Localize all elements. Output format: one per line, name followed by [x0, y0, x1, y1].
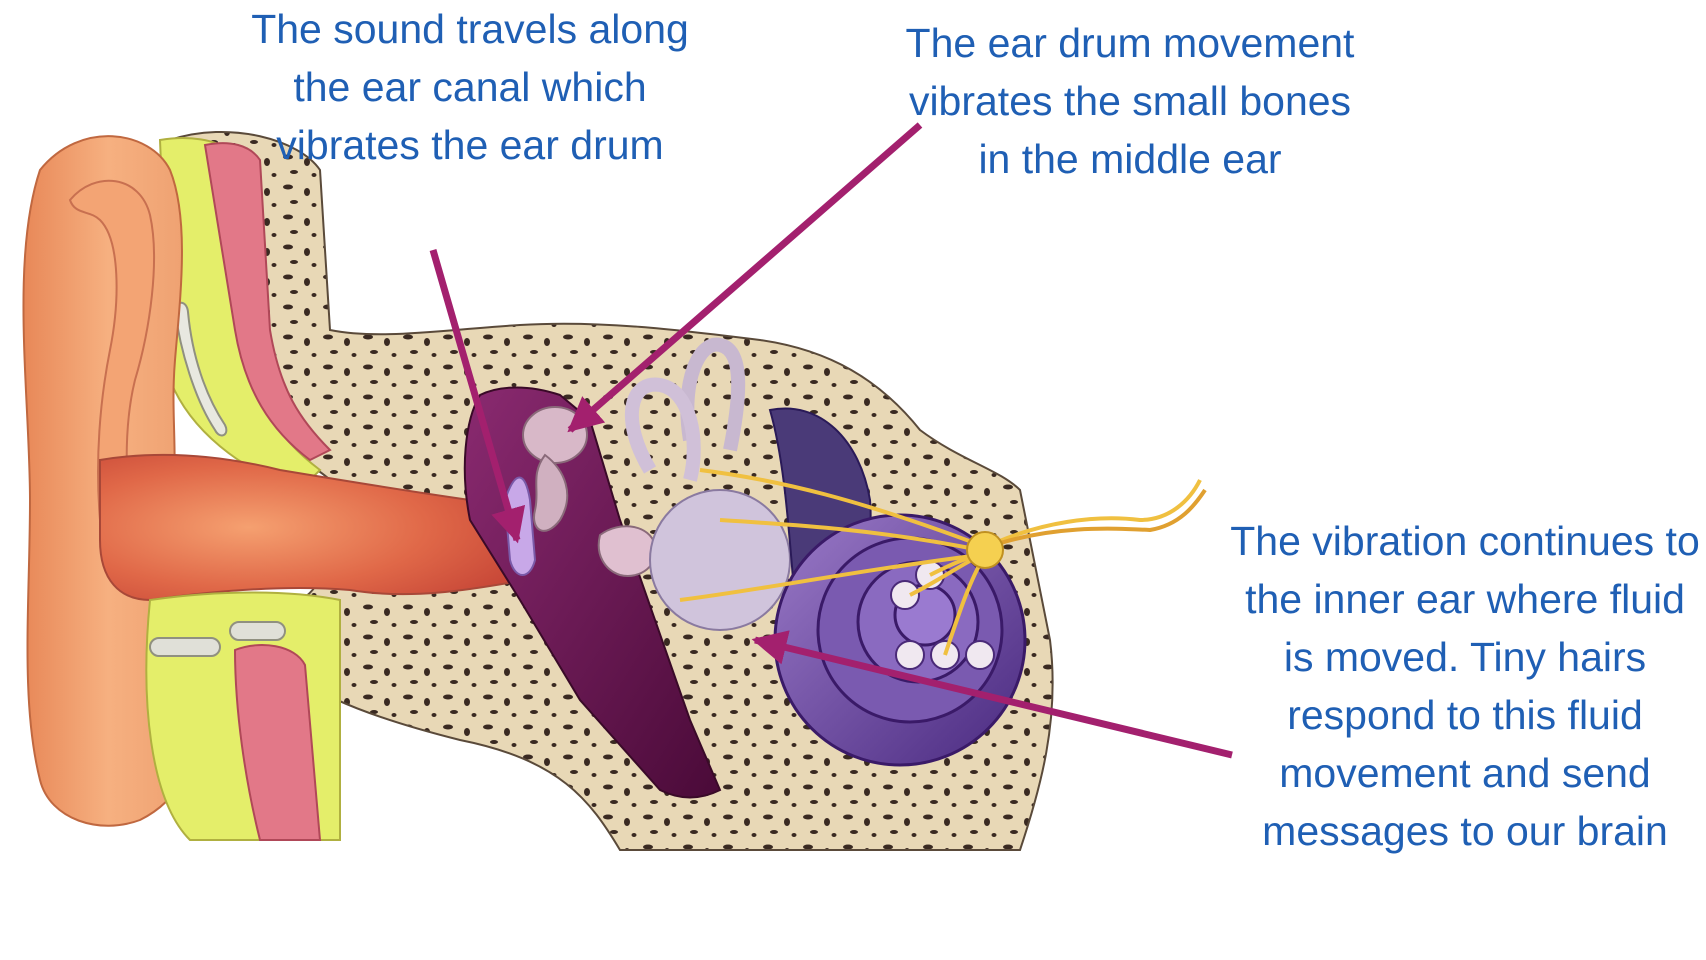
caption-ear-canal: The sound travels along the ear canal wh…: [250, 0, 690, 174]
cartilage-lower-1: [150, 638, 220, 656]
vestibule: [650, 490, 790, 630]
cochlea-section-1: [891, 581, 919, 609]
cartilage-lower-2: [230, 622, 285, 640]
stapes: [599, 526, 656, 576]
caption-small-bones: The ear drum movement vibrates the small…: [900, 14, 1360, 188]
caption-inner-ear: The vibration continues to the inner ear…: [1230, 512, 1700, 860]
nerve-bundle: [967, 532, 1003, 568]
cochlea-section-5: [966, 641, 994, 669]
cochlea-section-3: [896, 641, 924, 669]
malleus: [523, 407, 587, 463]
